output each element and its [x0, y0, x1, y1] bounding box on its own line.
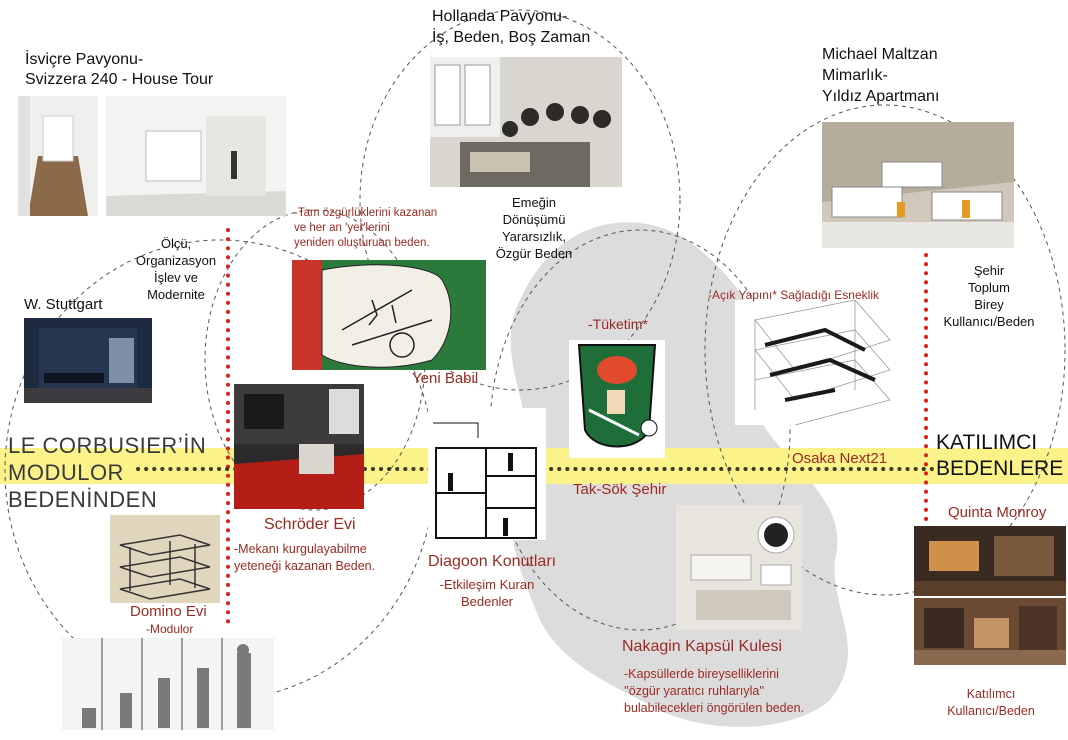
diagoon-note-line-2: Bedenler	[460, 594, 514, 609]
axis-left-label: LE CORBUSIER’İN MODULOR BEDENİNDEN	[8, 432, 206, 513]
circle-maltzan	[704, 104, 1066, 596]
osaka-next21-caption: Osaka Next21	[792, 450, 888, 467]
quinta-note-line-1: Katılımcı	[966, 687, 1016, 701]
isvicre-title-line-2: Svizzera 240 - House Tour	[25, 71, 214, 88]
emek-line-3: Yararsızlık,	[501, 229, 567, 244]
quinta-photo-top	[914, 526, 1066, 596]
domino-title: Domino Evi	[130, 603, 207, 620]
quinta-title: Quinta Monroy	[948, 504, 1047, 521]
axis-left-line-2: MODULOR	[8, 460, 124, 485]
olcu-line-2: Organizasyon	[135, 253, 217, 268]
schroder-title: Schröder Evi	[264, 516, 356, 533]
diagoon-note: -Etkileşim Kuran Bedenler	[428, 576, 546, 610]
emek-label: Emeğin Dönüşümü Yararsızlık, Özgür Beden	[484, 194, 584, 262]
quinta-note: Katılımcı Kullanıcı/Beden	[926, 686, 1056, 720]
stuttgart-photo	[24, 318, 152, 403]
quinta-note-line-2: Kullanıcı/Beden	[947, 704, 1035, 718]
yeni-babil-note: -Tam özgürlüklerini kazanan ve her an 'y…	[294, 206, 437, 251]
hollanda-photo	[430, 57, 622, 187]
tuketim-title: -Tüketim*	[588, 316, 648, 332]
maltzan-title-line-1: Michael Maltzan	[822, 46, 938, 63]
diagoon-note-line-1: -Etkileşim Kuran	[439, 577, 535, 592]
tak-sok-sehir-caption: Tak-Sök Şehir	[573, 481, 667, 498]
emek-line-2: Dönüşümü	[502, 212, 566, 227]
axis-left-line-3: BEDENİNDEN	[8, 487, 158, 512]
stuttgart-title: W. Stuttgart	[24, 296, 103, 313]
acik-yapi-title: -Açık Yapını* Sağladığı Esneklik	[708, 288, 879, 302]
nakagin-note-line-2: ''özgür yaratıcı ruhlarıyla''	[624, 684, 765, 698]
emek-line-1: Emeğin	[511, 195, 557, 210]
osaka-next21-sketch	[735, 300, 895, 425]
sehir-line-3: Birey	[974, 297, 1004, 312]
olcu-label: Ölçü, Organizasyon İşlev ve Modernite	[112, 235, 240, 303]
hollanda-title-line-2: İş, Beden, Boş Zaman	[432, 29, 591, 46]
nakagin-note-line-3: bulabilecekleri öngörülen beden.	[624, 701, 804, 715]
sehir-label: Şehir Toplum Birey Kullanıcı/Beden	[930, 262, 1048, 330]
isvicre-title-line-1: İsviçre Pavyonu-	[25, 51, 144, 68]
maltzan-title-line-2: Mimarlık-	[822, 67, 888, 84]
maltzan-photo	[822, 122, 1014, 248]
axis-right-line-2: BEDENLERE	[936, 457, 1064, 480]
olcu-line-3: İşlev ve	[153, 270, 199, 285]
axis-right-line-1: KATILIMCI	[936, 431, 1038, 454]
isvicre-photo-left	[18, 96, 98, 216]
yeni-babil-note-line-1: -Tam özgürlüklerini kazanan	[294, 207, 438, 219]
nakagin-note: -Kapsüllerde bireyselliklerini ''özgür y…	[624, 666, 804, 717]
tuketim-illustration	[569, 340, 665, 458]
diagoon-title: Diagoon Konutları	[428, 553, 557, 570]
nakagin-note-line-1: -Kapsüllerde bireyselliklerini	[624, 667, 779, 681]
sehir-line-1: Şehir	[973, 263, 1005, 278]
nakagin-capsule-photo	[676, 505, 802, 630]
sehir-line-4: Kullanıcı/Beden	[943, 314, 1035, 329]
domino-subtitle: -Modulor	[146, 622, 194, 636]
diagoon-section-drawing	[428, 408, 546, 540]
axis-right-label: KATILIMCI BEDENLERE	[936, 430, 1063, 482]
olcu-line-4: Modernite	[147, 287, 205, 302]
hollanda-title-line-1: Hollanda Pavyonu-	[432, 8, 568, 25]
schroder-note: -Mekanı kurgulayabilme yeteneği kazanan …	[234, 541, 375, 575]
axis-left-line-1: LE CORBUSIER’İN	[8, 433, 207, 458]
isvicre-title: İsviçre Pavyonu- Svizzera 240 - House To…	[25, 50, 213, 90]
schroder-photo	[234, 384, 364, 509]
yeni-babil-note-line-2: ve her an 'yer'lerini	[294, 222, 390, 234]
hollanda-title: Hollanda Pavyonu- İş, Beden, Boş Zaman	[432, 6, 590, 48]
yeni-babil-title: Yeni Babil	[412, 370, 479, 387]
yeni-babil-note-line-3: yeniden oluşturuan beden.	[294, 237, 430, 249]
maltzan-title-line-3: Yıldız Apartmanı	[822, 88, 940, 105]
schroder-note-line-2: yeteneği kazanan Beden.	[234, 559, 376, 573]
nakagin-title: Nakagin Kapsül Kulesi	[622, 638, 783, 655]
schroder-note-line-1: -Mekanı kurgulayabilme	[234, 542, 367, 556]
domino-sketch	[110, 515, 220, 603]
modulor-figures-drawing	[62, 638, 274, 730]
yeni-babil-sketch	[292, 260, 486, 370]
emek-line-4: Özgür Beden	[495, 246, 573, 261]
isvicre-photo-right	[106, 96, 286, 216]
circle-hollanda	[359, 9, 681, 391]
sehir-line-2: Toplum	[968, 280, 1010, 295]
maltzan-title: Michael Maltzan Mimarlık- Yıldız Apartma…	[822, 44, 939, 107]
olcu-line-1: Ölçü,	[160, 236, 192, 251]
quinta-photo-bottom	[914, 598, 1066, 665]
